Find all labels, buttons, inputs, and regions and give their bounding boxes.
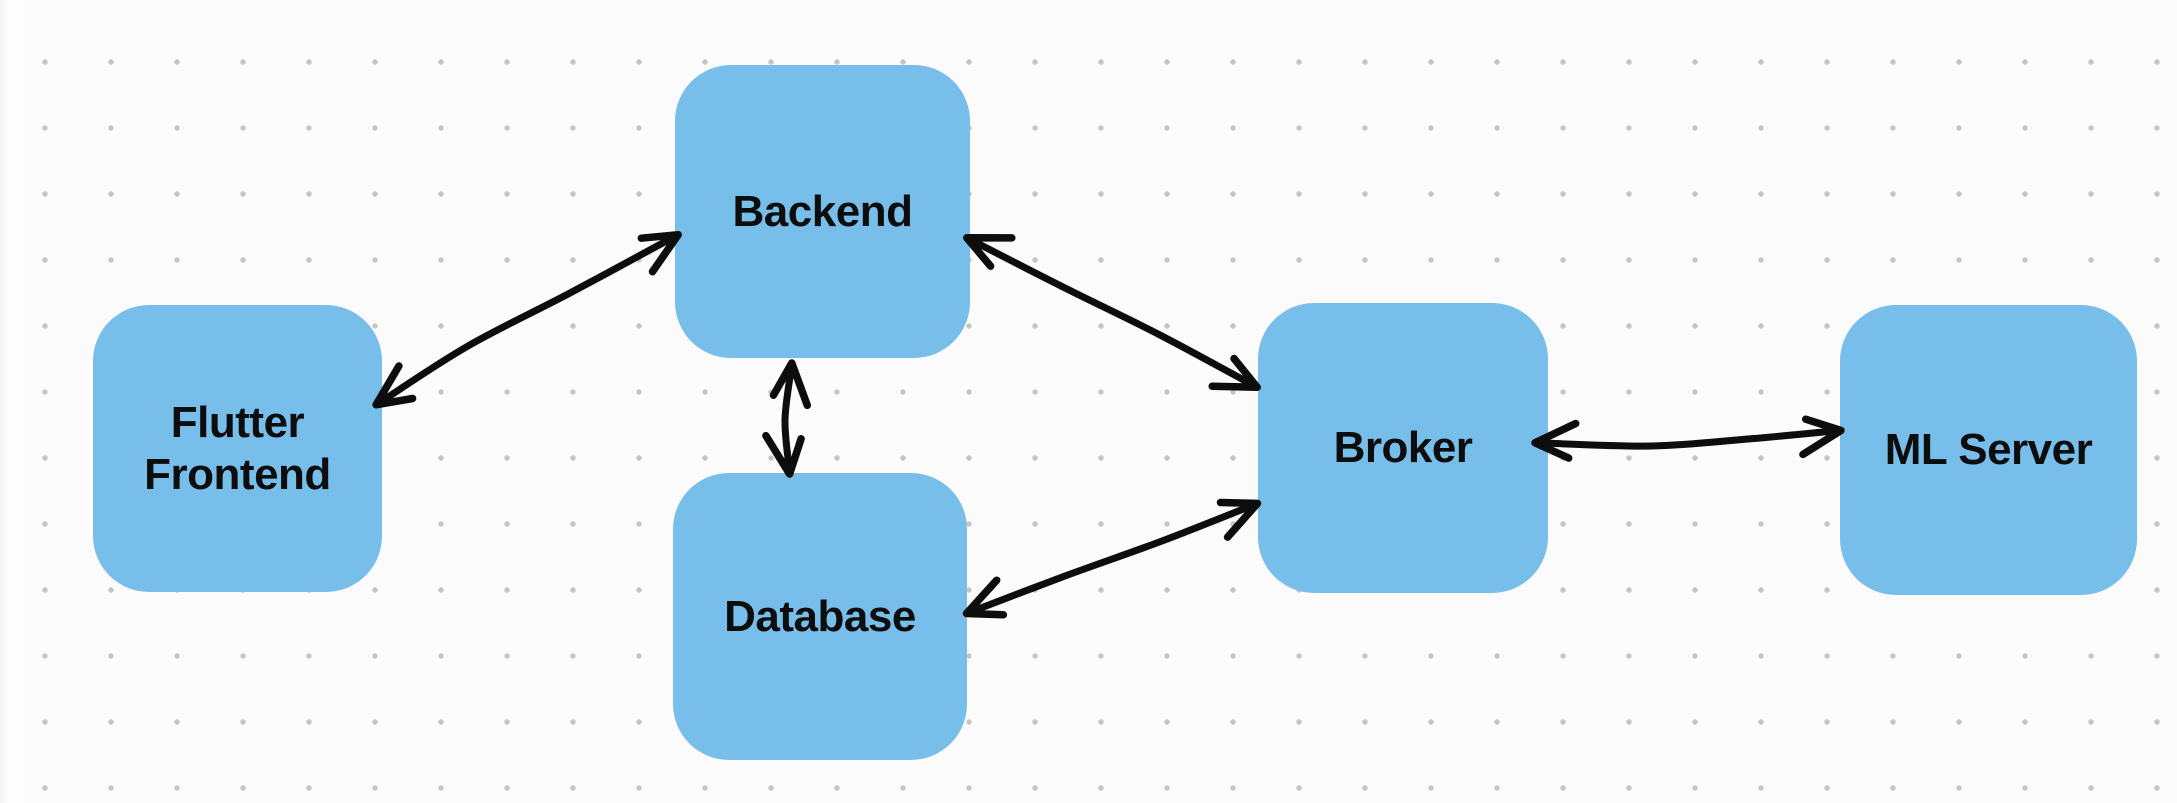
arrow-line bbox=[378, 234, 676, 405]
node-label: ML Server bbox=[1884, 425, 2093, 475]
node-label: Broker bbox=[1333, 423, 1473, 473]
arrowhead-start-icon bbox=[963, 234, 1016, 270]
node-broker[interactable]: Broker bbox=[1258, 303, 1548, 593]
arrowhead-start-icon bbox=[769, 359, 812, 410]
arrow-line bbox=[781, 366, 795, 471]
node-label: Backend bbox=[732, 186, 913, 236]
arrowhead-start-icon bbox=[962, 576, 1008, 619]
node-label: Flutter Frontend bbox=[144, 398, 331, 499]
arrow-flutter-frontend--backend[interactable] bbox=[372, 230, 682, 409]
arrow-backend--database[interactable] bbox=[762, 359, 812, 478]
arrow-backend--broker[interactable] bbox=[963, 234, 1261, 392]
arrowhead-end-icon bbox=[1799, 415, 1845, 459]
arrow-broker--ml-server[interactable] bbox=[1531, 415, 1845, 462]
node-backend[interactable]: Backend bbox=[675, 65, 970, 358]
arrowhead-end-icon bbox=[1208, 354, 1261, 392]
arrow-line bbox=[969, 237, 1255, 388]
arrow-line bbox=[969, 502, 1255, 615]
arrow-line bbox=[1538, 427, 1838, 450]
left-gutter bbox=[0, 0, 26, 803]
node-flutter-frontend[interactable]: Flutter Frontend bbox=[93, 305, 382, 592]
node-database[interactable]: Database bbox=[673, 473, 967, 760]
arrowhead-end-icon bbox=[1216, 498, 1262, 541]
arrowhead-end-icon bbox=[762, 431, 805, 478]
arrow-database--broker[interactable] bbox=[962, 498, 1262, 619]
node-ml-server[interactable]: ML Server bbox=[1840, 305, 2137, 595]
node-label: Database bbox=[724, 591, 916, 641]
arrowhead-end-icon bbox=[637, 230, 682, 276]
